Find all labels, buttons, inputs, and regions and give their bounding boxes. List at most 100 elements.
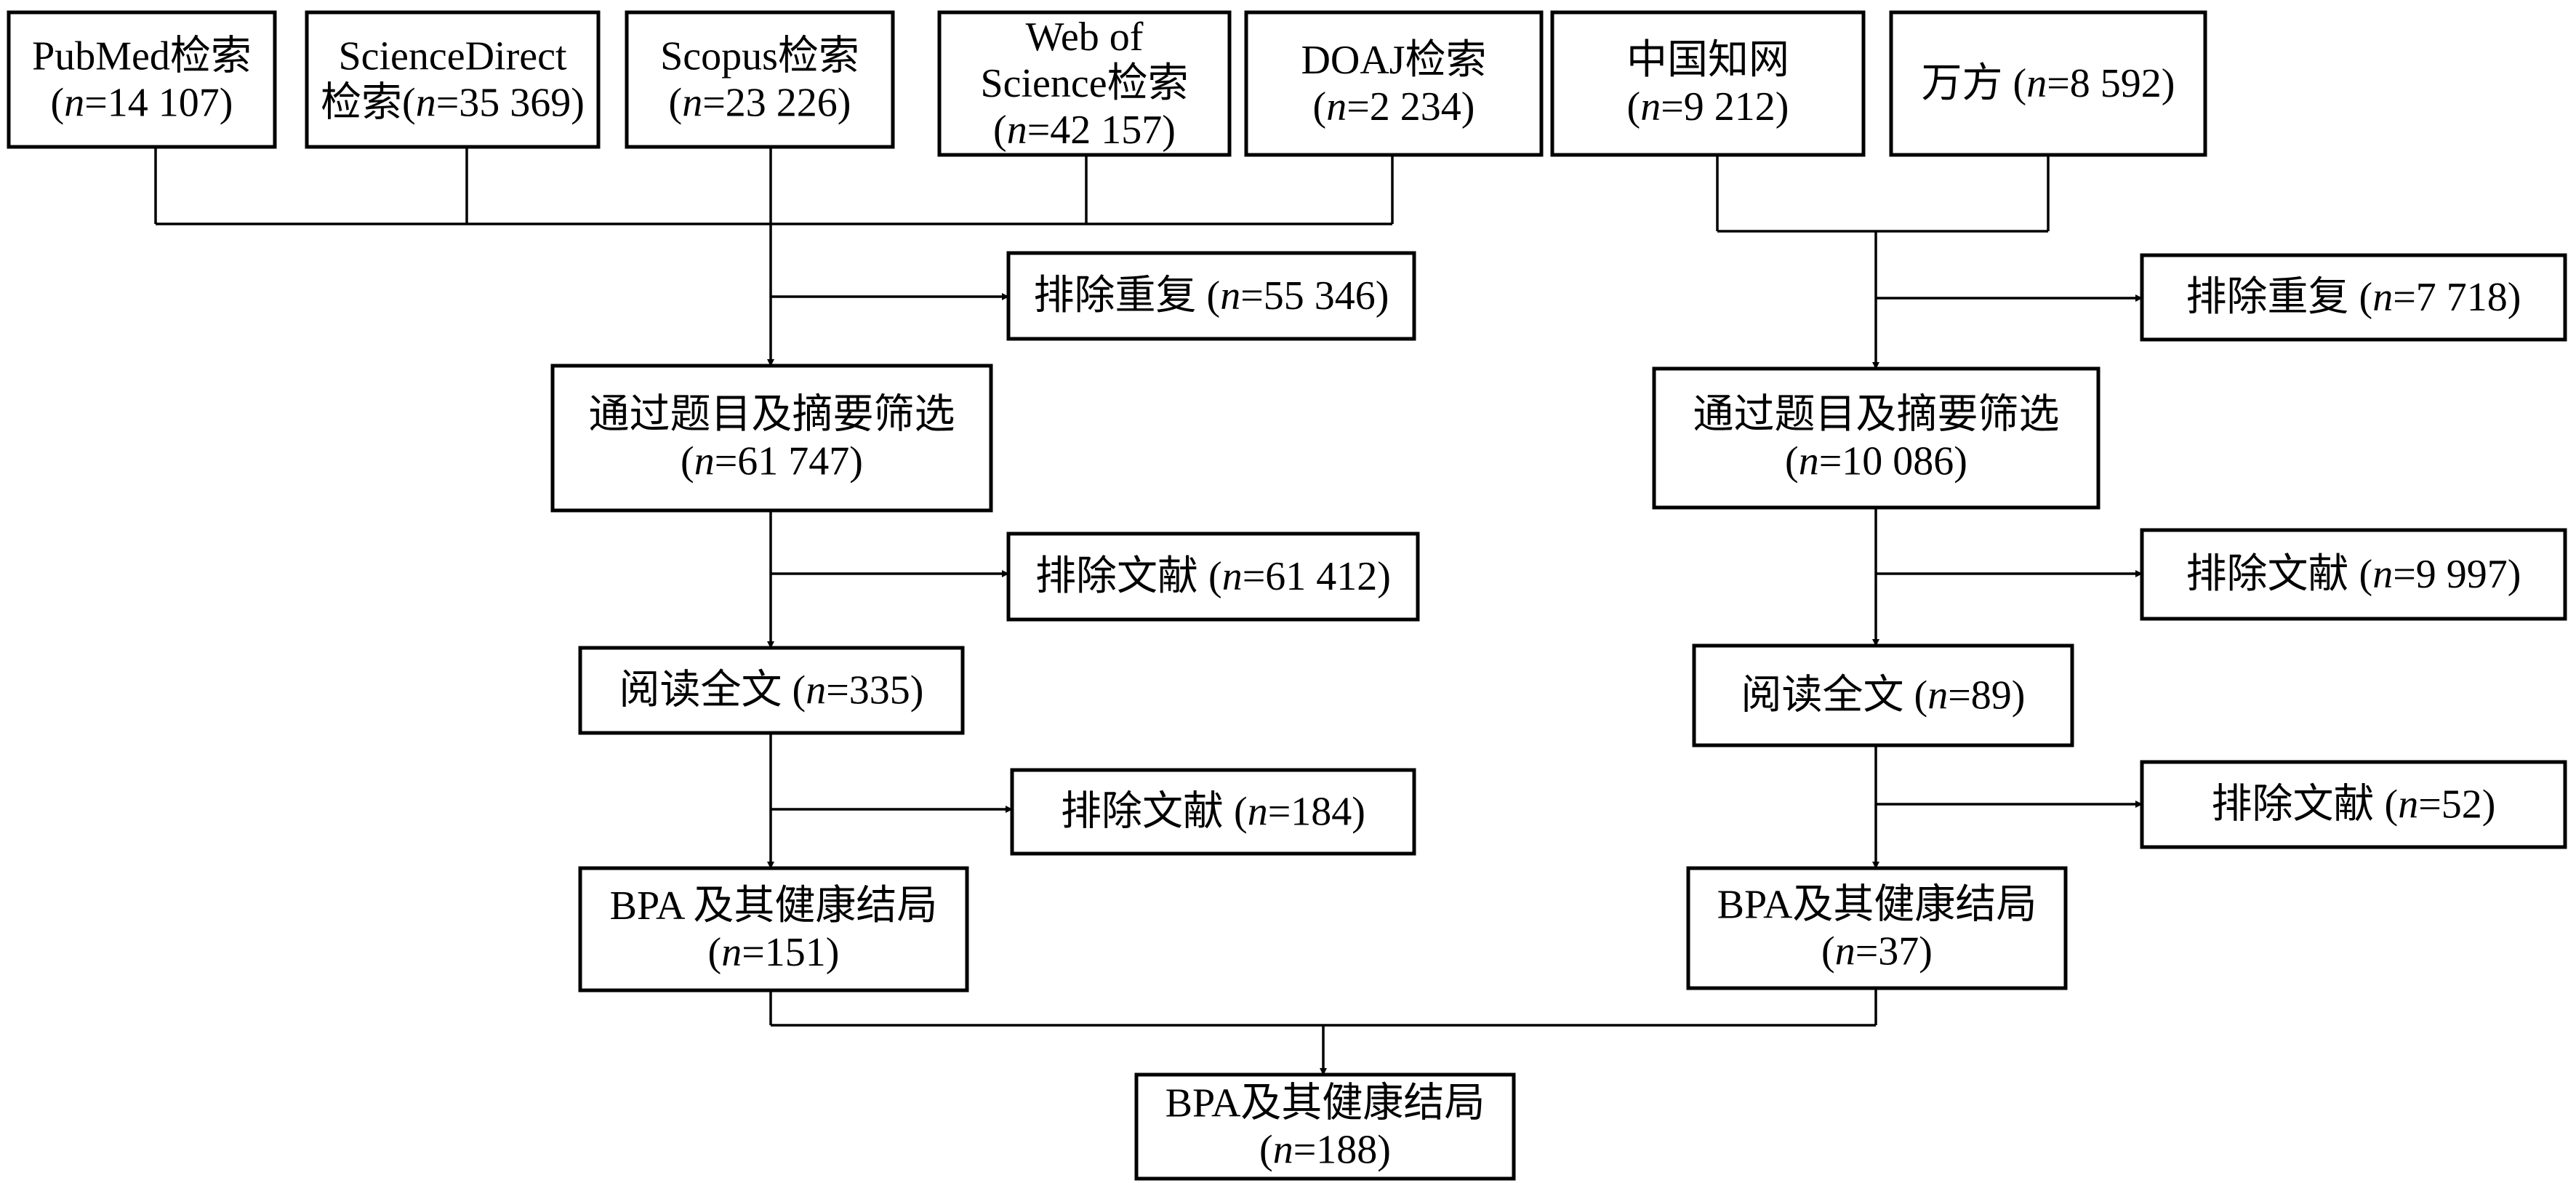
label-text: Scopus检索 (660, 34, 859, 79)
sample-size-symbol: n (682, 81, 702, 126)
node-screen-right: 通过题目及摘要筛选(n=10 086) (1652, 366, 2100, 510)
node-label-line: (n=151) (708, 930, 840, 975)
node-box (1692, 643, 2074, 747)
sample-size-value: =9 212) (1661, 84, 1789, 129)
node-label-line: (n=61 747) (681, 439, 863, 484)
sample-size-value: =335) (826, 668, 923, 713)
node-box (2140, 760, 2567, 849)
label-text: BPA 及其健康结局 (610, 883, 938, 929)
node-excl-dup-right: 排除重复 (n=7 718) (2140, 253, 2567, 342)
node-bpa-left: BPA 及其健康结局(n=151) (578, 866, 969, 992)
sample-size-symbol: n (416, 81, 436, 126)
node-label-line: Science检索 (980, 61, 1188, 106)
node-fulltext-left: 阅读全文 (n=335) (578, 646, 965, 735)
node-label-line: (n=37) (1821, 929, 1933, 974)
sample-size-value: =89) (1948, 673, 2025, 718)
node-label-line: BPA 及其健康结局 (610, 883, 938, 929)
label-text: 排除重复 ( (1034, 273, 1221, 318)
node-box (2140, 528, 2567, 621)
sample-size-symbol: n (1927, 673, 1948, 718)
label-text: 万方 ( (1922, 61, 2027, 106)
sample-size-value: =23 226) (702, 81, 851, 126)
label-text: 阅读全文 ( (619, 668, 806, 713)
label-text: BPA及其健康结局 (1165, 1081, 1485, 1126)
node-box (305, 10, 601, 149)
node-box (1006, 251, 1416, 341)
node-excl-lit2-right: 排除文献 (n=52) (2140, 760, 2567, 849)
node-box (578, 866, 969, 992)
node-excl-dup-left: 排除重复 (n=55 346) (1006, 251, 1416, 341)
sample-size-symbol: n (2026, 61, 2047, 106)
sample-size-value: =37) (1855, 929, 1933, 974)
node-pubmed: PubMed检索(n=14 107) (7, 10, 277, 149)
node-label-line: 通过题目及摘要筛选 (1693, 393, 2060, 438)
node-label-line: 阅读全文 (n=335) (619, 668, 924, 713)
node-label-line: PubMed检索 (32, 34, 252, 79)
sample-size-value: =14 107) (84, 81, 233, 126)
label-text: ( (1785, 439, 1799, 484)
node-box (937, 10, 1232, 157)
node-label-line: 检索(n=35 369) (321, 81, 585, 126)
node-box (1550, 10, 1866, 157)
sample-size-symbol: n (64, 81, 84, 126)
node-box (1889, 10, 2207, 157)
node-label-line: 排除文献 (n=9 997) (2186, 552, 2521, 597)
sample-size-symbol: n (806, 668, 826, 713)
node-label-line: 排除文献 (n=61 412) (1035, 554, 1391, 599)
sample-size-symbol: n (1799, 439, 1819, 484)
label-text: DOAJ检索 (1301, 38, 1486, 83)
label-text: PubMed检索 (32, 34, 252, 79)
node-label-line: (n=42 157) (993, 108, 1176, 153)
label-text: Science检索 (980, 61, 1188, 106)
node-box (625, 10, 895, 149)
sample-size-symbol: n (2398, 782, 2418, 827)
node-label-line: 排除文献 (n=52) (2212, 782, 2496, 827)
node-scopus: Scopus检索(n=23 226) (625, 10, 895, 149)
sample-size-symbol: n (2372, 275, 2393, 320)
node-label-line: (n=10 086) (1785, 439, 1967, 484)
label-text: 通过题目及摘要筛选 (589, 393, 955, 438)
label-text: Web of (1026, 15, 1144, 60)
label-text: ( (708, 930, 722, 975)
label-text: 排除文献 ( (1035, 554, 1222, 599)
sample-size-symbol: n (1007, 108, 1027, 153)
node-bpa-total: BPA及其健康结局(n=188) (1134, 1072, 1516, 1181)
label-text: ( (681, 439, 694, 484)
sample-size-value: =9 997) (2393, 552, 2521, 597)
node-box (1686, 866, 2068, 990)
label-text: 检索( (321, 81, 416, 126)
node-box (1244, 10, 1544, 157)
node-doaj: DOAJ检索(n=2 234) (1244, 10, 1544, 157)
sample-size-value: =35 369) (436, 81, 585, 126)
label-text: ( (1259, 1128, 1273, 1173)
node-box (578, 646, 965, 735)
node-label-line: (n=2 234) (1313, 84, 1475, 129)
sample-size-value: =2 234) (1347, 84, 1474, 129)
sample-size-symbol: n (1326, 84, 1347, 129)
node-cnki: 中国知网(n=9 212) (1550, 10, 1866, 157)
node-box (1134, 1072, 1516, 1181)
node-box (550, 364, 993, 513)
sample-size-value: =61 747) (715, 439, 863, 484)
node-label-line: 通过题目及摘要筛选 (589, 393, 955, 438)
sample-size-symbol: n (1220, 273, 1240, 318)
sample-size-symbol: n (2372, 552, 2393, 597)
label-text: ( (1313, 84, 1327, 129)
sample-size-value: =42 157) (1027, 108, 1176, 153)
node-label-line: DOAJ检索 (1301, 38, 1486, 83)
node-screen-left: 通过题目及摘要筛选(n=61 747) (550, 364, 993, 513)
connector-line (1716, 155, 2050, 233)
node-box (1010, 768, 1416, 856)
label-text: 中国知网 (1626, 38, 1789, 83)
node-excl-lit1-left: 排除文献 (n=61 412) (1006, 532, 1420, 622)
node-label-line: Scopus检索 (660, 34, 859, 79)
label-text: ( (993, 108, 1007, 153)
label-text: 排除文献 ( (2212, 782, 2399, 827)
sample-size-value: =188) (1293, 1128, 1391, 1173)
sample-size-value: =10 086) (1819, 439, 1967, 484)
node-label-line: Web of (1026, 15, 1144, 60)
node-label-line: 中国知网 (1626, 38, 1789, 83)
connector-line (154, 147, 1394, 224)
sample-size-value: =184) (1268, 790, 1365, 835)
